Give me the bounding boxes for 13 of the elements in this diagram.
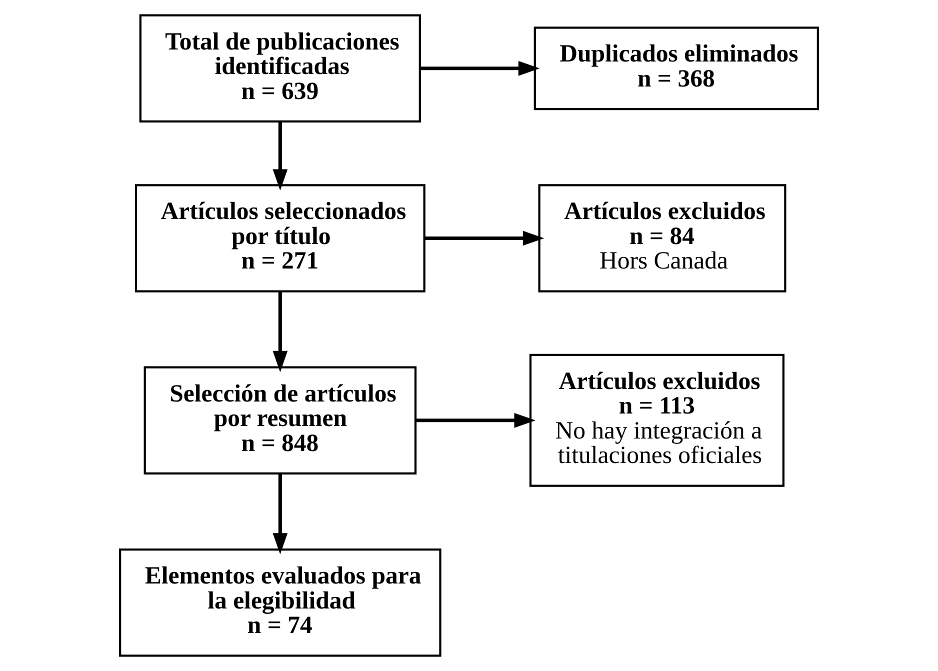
node-box: Elementos evaluados para la elegibilidad n = 74 <box>119 548 442 657</box>
node-box: Selección de artículos por resumen n = 848 <box>144 366 417 475</box>
arrow <box>272 474 288 554</box>
node-box: Duplicados eliminados n = 368 <box>534 26 819 110</box>
node-box: Artículos excluidos n = 84 Hors Canada <box>538 184 786 292</box>
arrow <box>272 291 288 372</box>
arrow <box>416 412 536 428</box>
node-box: Artículos excluidos n = 113 No hay integración a titulaciones oficiales <box>529 354 784 487</box>
node-box: Total de publicaciones identificadas n = 639 <box>139 14 421 123</box>
arrow <box>420 60 540 76</box>
arrow <box>424 230 544 246</box>
arrow <box>272 122 288 190</box>
node-box: Artículos seleccionados por título n = 271 <box>134 184 426 292</box>
